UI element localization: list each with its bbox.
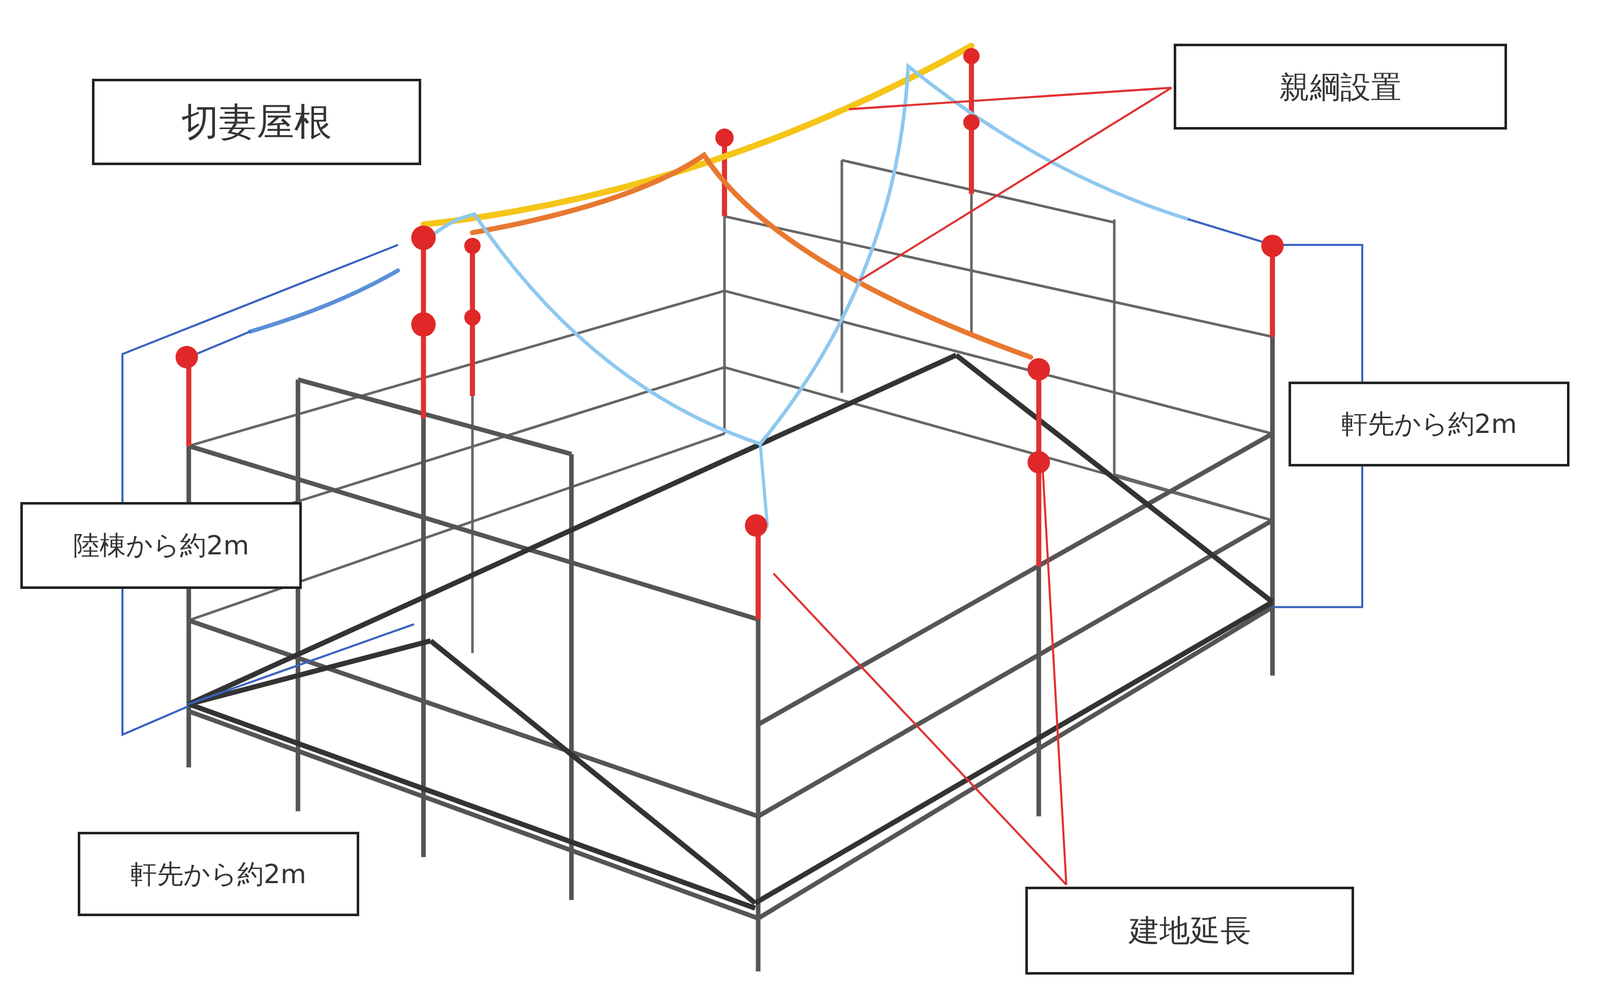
back-scaffold [471, 395, 474, 653]
post-cap [1027, 358, 1050, 381]
callout-box: 親綱設置 [1173, 43, 1508, 130]
dimension-note: 軒先から約2m [1288, 381, 1570, 467]
lifeline [472, 154, 1031, 358]
gable-roof [189, 355, 957, 705]
gable-roof [755, 602, 1273, 903]
extended-post [186, 357, 192, 447]
leader-line [859, 87, 1172, 281]
post-cap [464, 237, 481, 255]
post-cap [1261, 234, 1284, 258]
gable-roof [430, 640, 756, 903]
post-cap [464, 308, 481, 326]
front-scaffold [1036, 566, 1042, 817]
box-label: 親綱設置 [1279, 68, 1402, 106]
front-scaffold [569, 454, 574, 901]
post-cap [963, 114, 980, 131]
gable-roof [956, 355, 1273, 603]
dimension-bracket [122, 244, 398, 735]
lifeline [1188, 219, 1273, 245]
post-cap [715, 128, 734, 147]
lifeline [423, 66, 1189, 445]
front-scaffold [758, 433, 1273, 725]
extended-post [755, 525, 761, 620]
front-scaffold [1270, 336, 1275, 676]
box-label: 切妻屋根 [181, 99, 332, 145]
post-cap [175, 346, 198, 369]
post-cap [744, 514, 768, 537]
gable-roof [189, 355, 1273, 908]
post-cap [411, 225, 436, 250]
back-scaffold [969, 194, 973, 337]
post-cap [1027, 451, 1050, 474]
lifeline [249, 270, 398, 332]
leader-line [849, 87, 1172, 110]
front-scaffold [758, 607, 1273, 919]
box-label: 軒先から約2m [1341, 408, 1518, 441]
dimension-bracket [122, 244, 1363, 735]
front-scaffold [297, 379, 572, 455]
back-scaffold [189, 160, 1273, 653]
leader-line [1042, 471, 1066, 885]
leader-line [773, 573, 1066, 885]
back-scaffold [840, 160, 843, 393]
box-label: 陸棟から約2m [73, 529, 249, 562]
back-scaffold [724, 290, 1273, 434]
lifeline [189, 624, 414, 705]
callout-box: 建地延長 [1025, 886, 1355, 975]
post-cap [411, 311, 436, 337]
back-scaffold [1113, 219, 1116, 475]
post-cap [963, 47, 980, 65]
dimension-note: 陸棟から約2m [20, 502, 302, 589]
lifeline [760, 444, 768, 526]
box-label: 建地延長 [1128, 912, 1251, 949]
box-label: 軒先から約2m [130, 858, 307, 891]
title-box: 切妻屋根 [91, 78, 422, 166]
dimension-note: 軒先から約2m [77, 831, 360, 917]
lifeline [189, 331, 250, 358]
back-scaffold [723, 216, 726, 434]
front-scaffold [758, 520, 1273, 817]
front-scaffold [189, 620, 759, 817]
back-scaffold [724, 216, 1273, 337]
extended-post [1269, 244, 1275, 337]
leader-line [773, 87, 1172, 885]
front-scaffold [186, 446, 192, 768]
